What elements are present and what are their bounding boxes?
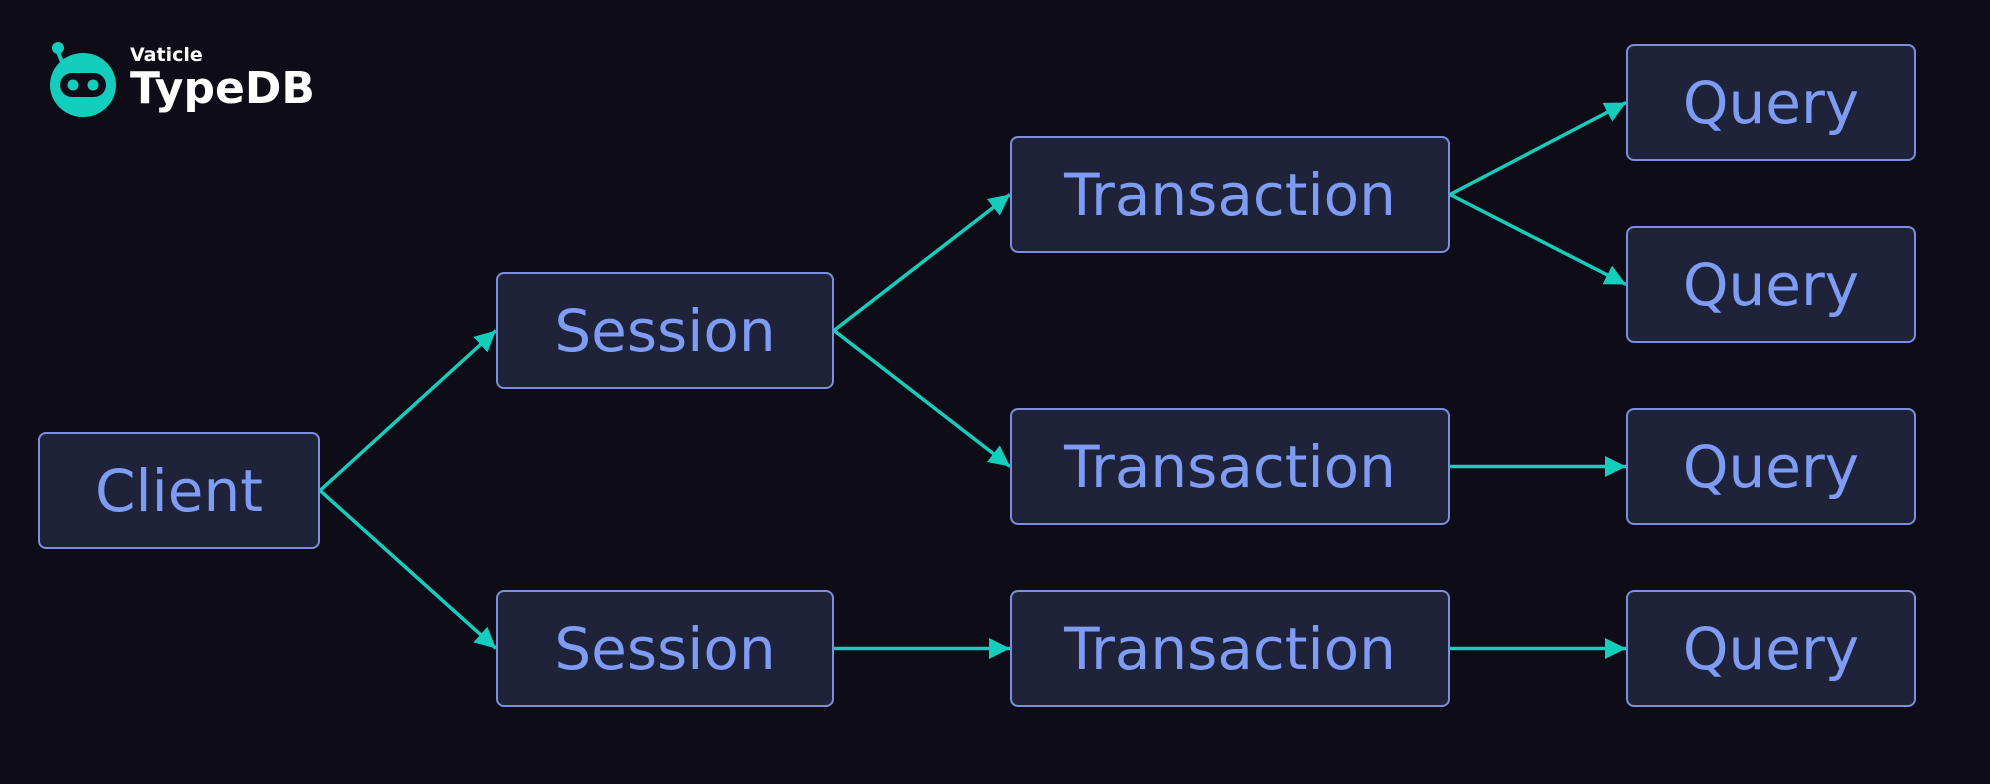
brand-product: TypeDB — [130, 63, 315, 114]
query-node-2: Query — [1626, 226, 1916, 343]
query-node-4: Query — [1626, 590, 1916, 707]
client-node: Client — [38, 432, 320, 549]
edge-session_1-to-transaction_1 — [832, 193, 1012, 332]
edge-client-to-session_1 — [318, 329, 498, 492]
edge-session_1-to-transaction_2 — [832, 329, 1012, 468]
edge-transaction_1-to-query_1 — [1449, 100, 1627, 197]
transaction-node-2: Transaction — [1010, 408, 1450, 525]
typedb-robot-icon — [50, 42, 116, 117]
brand-company: Vaticle — [130, 44, 203, 66]
transaction-node-1: Transaction — [1010, 136, 1450, 253]
query-node-1: Query — [1626, 44, 1916, 161]
edge-transaction_1-to-query_2 — [1449, 192, 1627, 287]
transaction-node-3: Transaction — [1010, 590, 1450, 707]
session-node-1: Session — [496, 272, 834, 389]
typedb-logo: Vaticle TypeDB — [48, 40, 315, 118]
edge-client-to-session_2 — [318, 489, 498, 650]
query-node-3: Query — [1626, 408, 1916, 525]
session-node-2: Session — [496, 590, 834, 707]
